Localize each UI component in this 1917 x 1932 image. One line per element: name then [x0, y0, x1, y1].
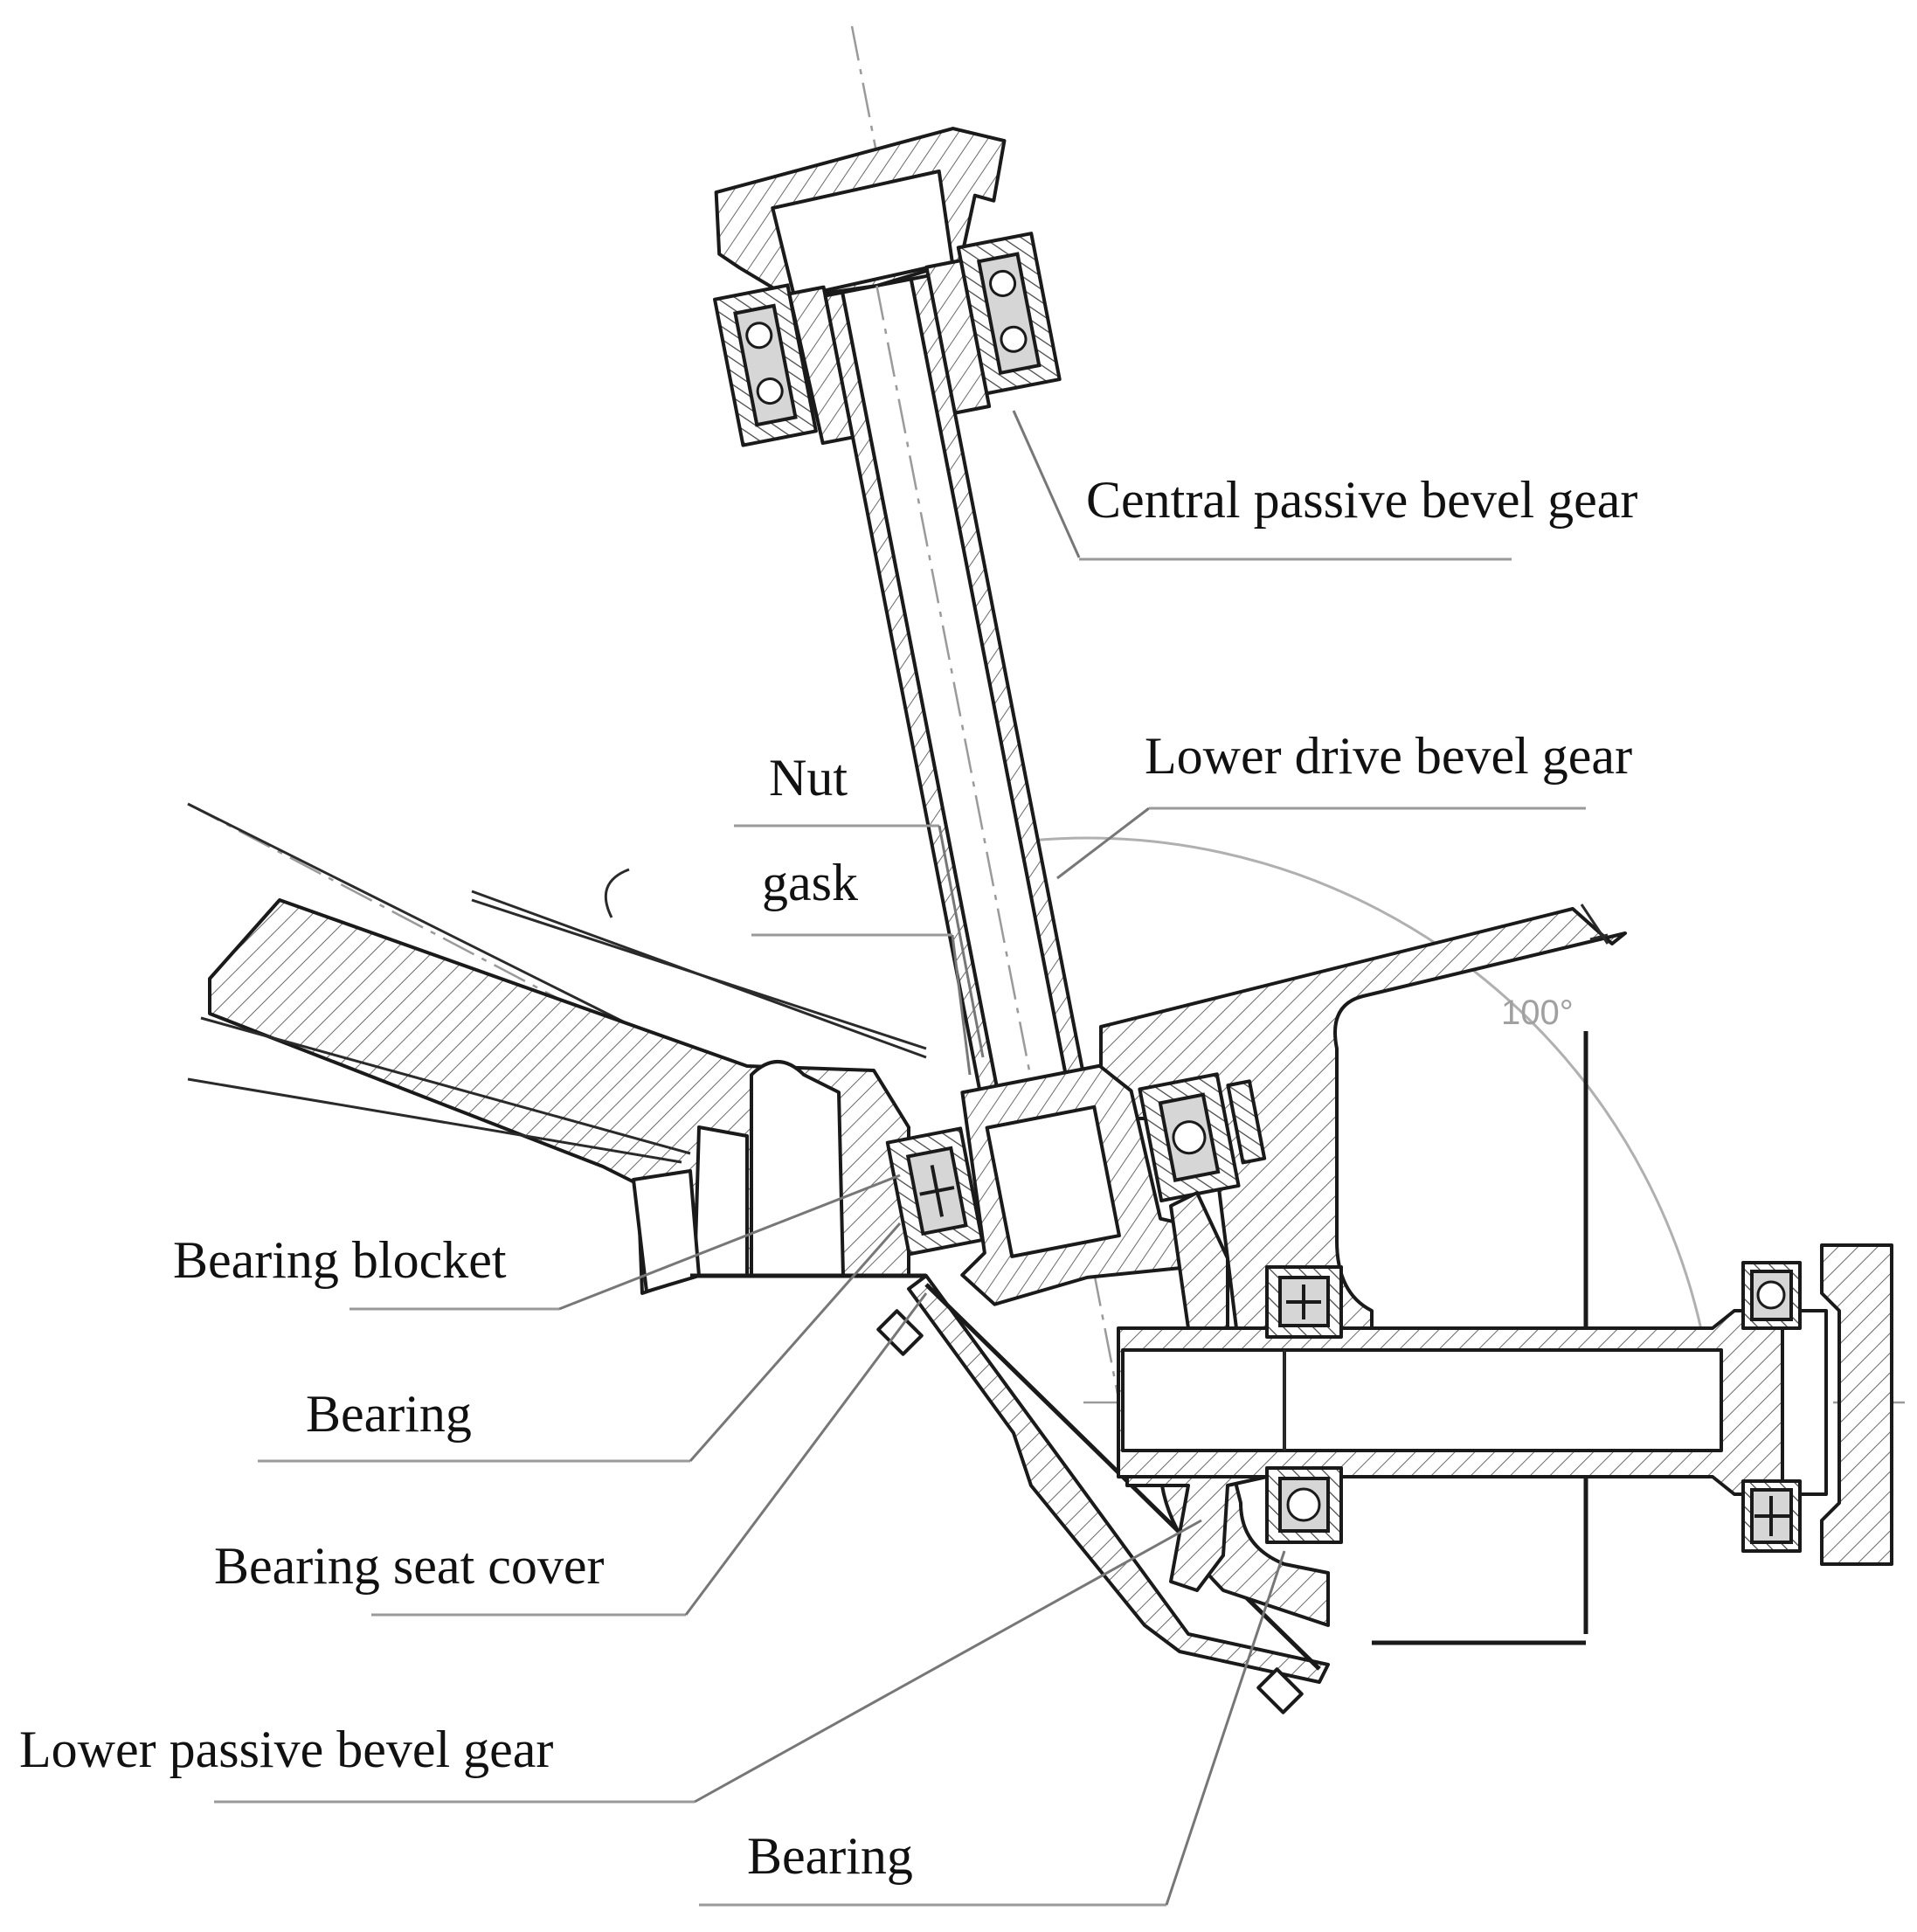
label-lower-passive-bevel-gear: Lower passive bevel gear: [19, 1519, 1202, 1804]
label-gasket: gask: [751, 854, 972, 1076]
bearing-seat-cover-label: Bearing seat cover: [214, 1537, 604, 1595]
lower-drive-bevel-gear-label: Lower drive bevel gear: [1145, 727, 1632, 785]
central-passive-bevel-gear-label: Central passive bevel gear: [1086, 471, 1637, 529]
bearing-lower-label: Bearing: [747, 1827, 913, 1885]
bearing-upper-label: Bearing: [306, 1385, 472, 1443]
label-bearing-blocket: Bearing blocket: [173, 1174, 901, 1311]
label-lower-drive-bevel-gear: Lower drive bevel gear: [1056, 727, 1632, 880]
label-bearing-lower: Bearing: [699, 1550, 1286, 1907]
inclined-shaft: [713, 127, 1267, 1306]
angle-label: 100°: [1501, 994, 1574, 1032]
gasket-label: gask: [762, 854, 858, 911]
lower-passive-bevel-gear-label: Lower passive bevel gear: [19, 1721, 553, 1778]
label-central-passive-bevel-gear: Central passive bevel gear: [1012, 410, 1637, 561]
label-nut: Nut: [734, 749, 985, 1058]
label-bearing-upper: Bearing: [258, 1222, 902, 1463]
horizontal-shaft: [1117, 1191, 1893, 1592]
label-bearing-seat-cover: Bearing seat cover: [214, 1292, 928, 1617]
bearing-blocket-label: Bearing blocket: [173, 1231, 507, 1289]
nut-label: Nut: [769, 749, 848, 807]
angle-dimension: 100°: [1030, 836, 1714, 1399]
